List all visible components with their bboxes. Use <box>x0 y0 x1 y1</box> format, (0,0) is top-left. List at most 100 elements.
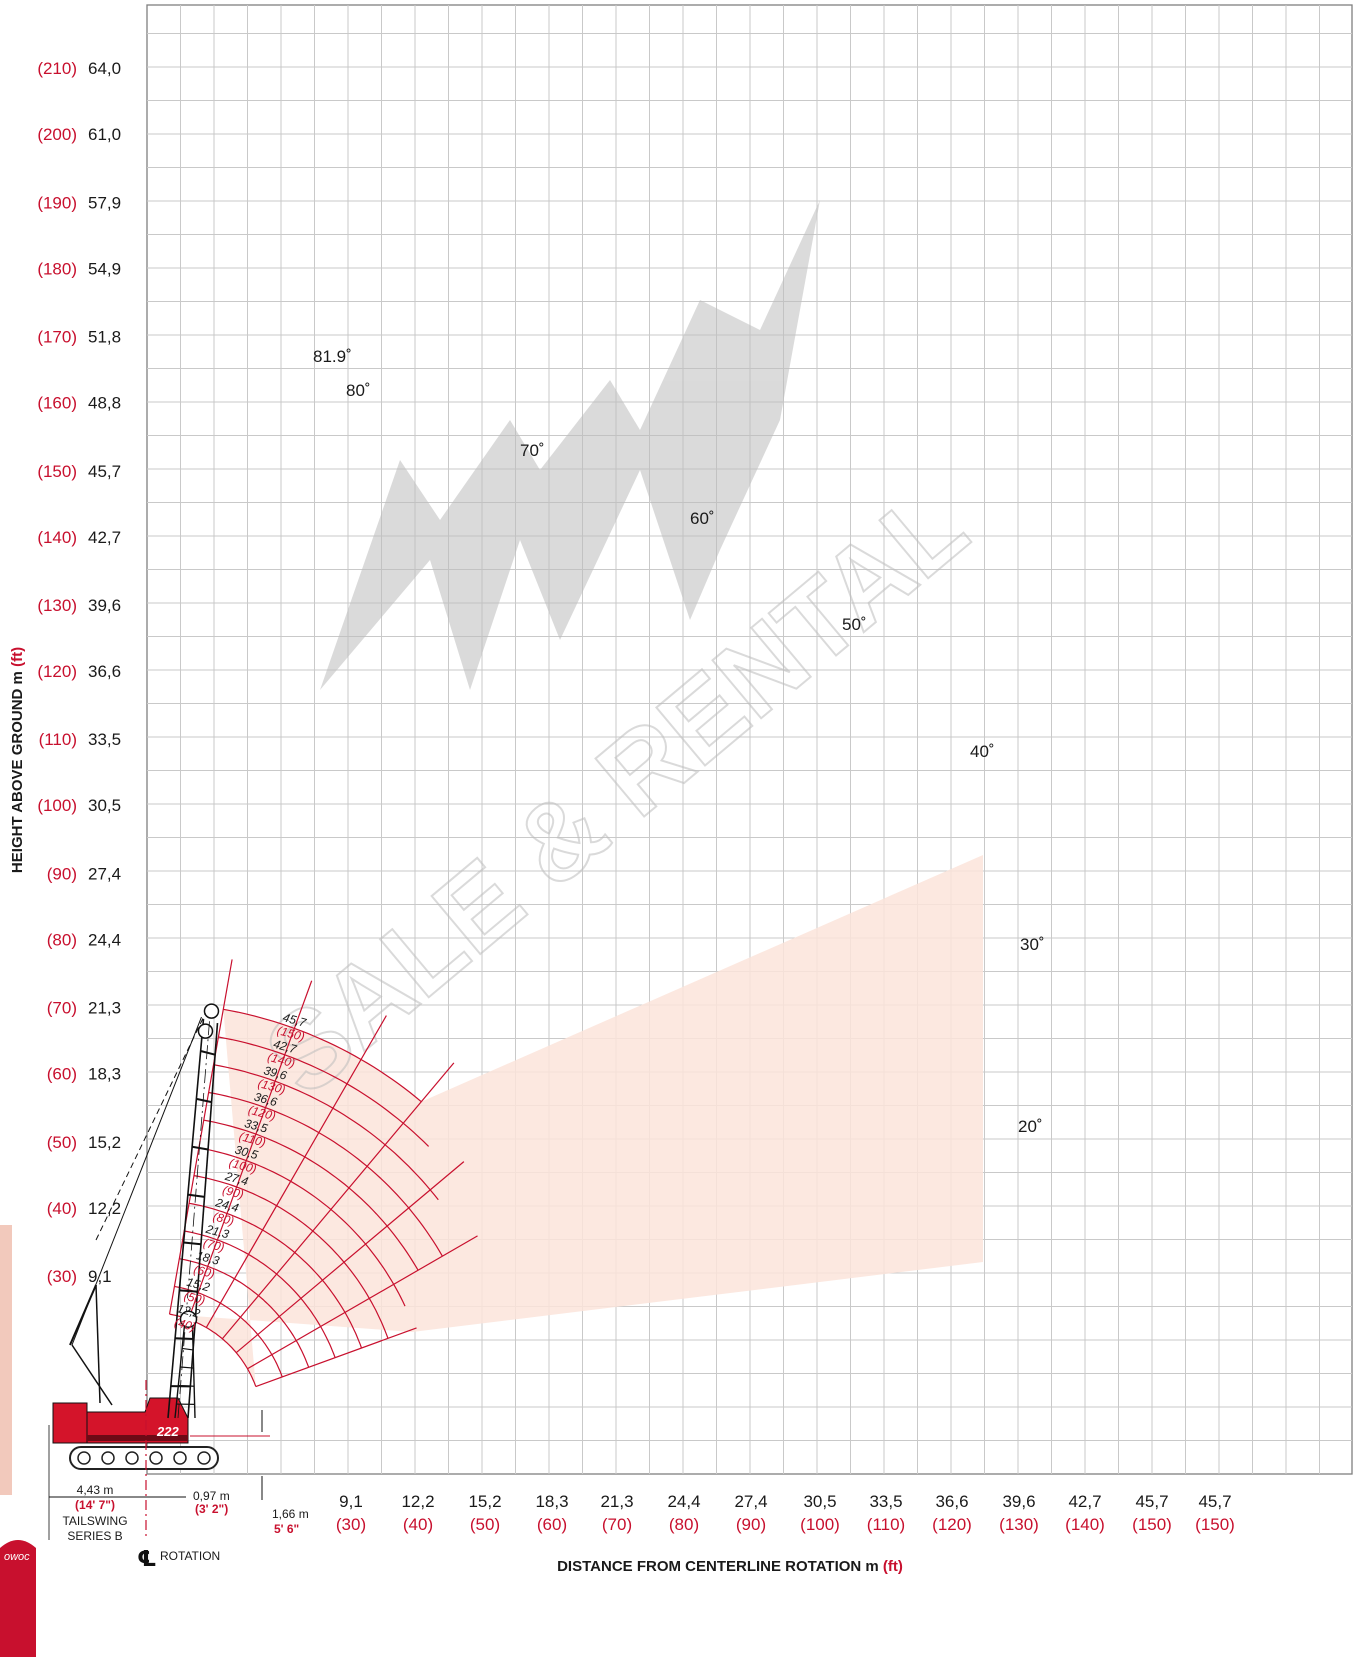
y-tick-ft: (30) <box>47 1267 77 1286</box>
y-tick-m: 51,8 <box>88 328 121 347</box>
gantry <box>95 1284 101 1404</box>
brand-logo <box>0 1540 36 1657</box>
y-tick-ft: (150) <box>37 462 77 481</box>
y-tick-m: 42,7 <box>88 528 121 547</box>
x-tick-m: 30,5 <box>803 1492 836 1511</box>
x-tick-m: 42,7 <box>1068 1492 1101 1511</box>
y-tick-ft: (170) <box>37 328 77 347</box>
crane-illustration: 222 owoc <box>0 1003 270 1657</box>
x-tick-m: 33,5 <box>869 1492 902 1511</box>
offset-m: 0,97 m <box>193 1489 230 1503</box>
crane-model-label: 222 <box>156 1424 179 1439</box>
y-tick-ft: (140) <box>37 528 77 547</box>
boom-length-m: 18,3 <box>195 1248 221 1268</box>
x-tick-m: 15,2 <box>468 1492 501 1511</box>
track-roller <box>173 1451 187 1465</box>
boom-length-m: 30,5 <box>233 1143 259 1163</box>
boom-length-ft: (140) <box>266 1050 297 1071</box>
x-tick-m: 18,3 <box>535 1492 568 1511</box>
angle-ray <box>187 980 313 1320</box>
x-tick-m: 9,1 <box>339 1492 363 1511</box>
boom-tip-sheave <box>197 1023 214 1039</box>
y-tick-ft: (190) <box>37 193 77 212</box>
short-boom-chord <box>191 1327 196 1419</box>
boom-centerline <box>177 1021 210 1419</box>
boom-angle-label: 30˚ <box>1020 935 1045 954</box>
x-tick-m: 27,4 <box>734 1492 767 1511</box>
short-boom-lacing <box>180 1366 194 1369</box>
boom-length-ft: (70) <box>202 1236 226 1255</box>
tailswing-ft: (14' 7") <box>75 1498 115 1512</box>
x-tick-m: 21,3 <box>600 1492 633 1511</box>
track-roller <box>77 1451 91 1465</box>
boom-section-joint <box>187 1193 205 1198</box>
y-tick-ft: (160) <box>37 394 77 413</box>
radius-arc <box>198 1147 406 1307</box>
boom-length-m: 24,4 <box>213 1195 240 1215</box>
track-roller <box>125 1451 139 1465</box>
y-tick-ft: (80) <box>47 930 77 949</box>
y-tick-m: 54,9 <box>88 259 121 278</box>
x-tick-m: 45,7 <box>1198 1492 1231 1511</box>
boom-angle-label: 50˚ <box>842 615 867 634</box>
angle-ray <box>235 1161 465 1354</box>
y-tick-m: 15,2 <box>88 1133 121 1152</box>
x-tick-ft: (30) <box>336 1515 366 1534</box>
short-boom-sheave <box>179 1310 198 1328</box>
x-axis-title: DISTANCE FROM CENTERLINE ROTATION m (ft) <box>557 1558 903 1575</box>
boom-length-ft: (150) <box>276 1023 307 1044</box>
boom-angle-label: 80˚ <box>346 381 371 400</box>
y-tick-m: 30,5 <box>88 796 121 815</box>
track-roller <box>149 1451 163 1465</box>
x-tick-m: 36,6 <box>935 1492 968 1511</box>
angle-ray <box>247 1235 478 1370</box>
y-tick-m: 36,6 <box>88 662 121 681</box>
crawler-track <box>69 1446 219 1470</box>
x-tick-ft: (60) <box>537 1515 567 1534</box>
y-tick-ft: (100) <box>37 796 77 815</box>
y-tick-m: 27,4 <box>88 864 121 883</box>
y-axis-title: HEIGHT ABOVE GROUND m (ft) <box>9 647 26 873</box>
x-tick-m: 45,7 <box>1135 1492 1168 1511</box>
boom-length-ft: (100) <box>227 1155 258 1176</box>
y-tick-m: 57,9 <box>88 193 121 212</box>
angle-ray <box>255 1327 417 1388</box>
pin-height-ft: 5' 6" <box>274 1522 299 1536</box>
radius-arc <box>203 1119 419 1271</box>
angle-ray <box>221 1062 455 1340</box>
y-tick-m: 33,5 <box>88 730 121 749</box>
boom-length-m: 45,7 <box>281 1010 308 1030</box>
y-tick-ft: (110) <box>39 730 77 749</box>
boom-section-joint <box>191 1145 209 1151</box>
track-roller <box>101 1451 115 1465</box>
angle-ray <box>168 959 233 1315</box>
side-logo-strip <box>0 1225 12 1495</box>
boom-length-ft: (50) <box>183 1289 207 1308</box>
pin-height-m: 1,66 m <box>272 1507 309 1521</box>
x-tick-ft: (150) <box>1195 1515 1235 1534</box>
boom-length-ft: (110) <box>237 1129 267 1150</box>
x-tick-ft: (70) <box>602 1515 632 1534</box>
boom-length-m: 39,6 <box>262 1063 288 1083</box>
counterweight <box>52 1402 88 1444</box>
y-tick-ft: (90) <box>47 864 77 883</box>
y-tick-m: 24,4 <box>88 930 121 949</box>
boom-length-m: 21,3 <box>203 1222 230 1242</box>
y-tick-ft: (130) <box>37 596 77 615</box>
boom-section-joint <box>196 1097 212 1104</box>
x-tick-ft: (150) <box>1132 1515 1172 1534</box>
x-tick-ft: (90) <box>736 1515 766 1534</box>
x-tick-m: 39,6 <box>1002 1492 1035 1511</box>
y-tick-ft: (200) <box>37 125 77 144</box>
y-tick-ft: (120) <box>37 662 77 681</box>
x-tick-ft: (110) <box>867 1515 905 1534</box>
brand-logo-text: owoc <box>4 1551 30 1563</box>
upper-stripe <box>87 1435 188 1441</box>
x-tick-ft: (50) <box>470 1515 500 1534</box>
x-tick-ft: (40) <box>403 1515 433 1534</box>
x-tick-ft: (120) <box>932 1515 972 1534</box>
boom-length-m: 36,6 <box>253 1090 279 1110</box>
short-boom-lacing <box>178 1384 195 1387</box>
boom-length-ft: (40) <box>173 1315 197 1334</box>
